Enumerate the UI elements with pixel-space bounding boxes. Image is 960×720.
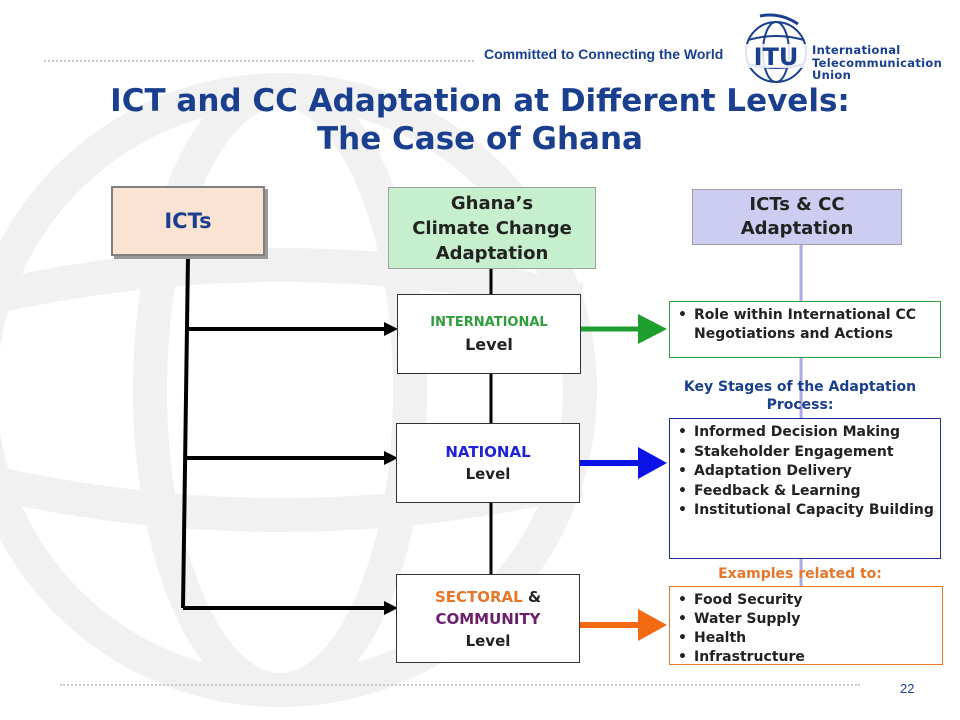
logo-line-1: International [812,43,901,57]
sectoral-outcome-item: Health [678,629,936,648]
tagline: Committed to Connecting the World [484,46,724,62]
icts-box: ICTs [111,186,265,256]
national-level-box: NATIONAL Level [396,423,580,503]
blue-arrow-head [638,447,667,479]
sectoral-outcome-box: Food Security Water Supply Health Infras… [669,586,943,667]
orange-arrow-head [638,609,667,641]
green-arrow-head [638,314,667,344]
header-divider [44,60,474,62]
international-level-suffix: Level [465,335,513,354]
logo-line-3: Union [812,68,852,82]
icts-label: ICTs [164,209,212,233]
key-stages-caption: Key Stages of the Adaptation Process: [683,379,917,413]
footer-divider [60,684,860,686]
national-outcome-item: Institutional Capacity Building [678,501,934,521]
sectoral-community-level-box: SECTORAL & COMMUNITY Level [396,574,580,663]
international-level-box: INTERNATIONAL Level [397,294,581,374]
national-outcome-box: Informed Decision Making Stakeholder Eng… [669,418,941,559]
ampersand: & [527,587,542,606]
community-level-name: COMMUNITY [435,609,541,628]
arrow-to-national [384,451,398,465]
title-line-1: ICT and CC Adaptation at Different Level… [110,83,850,119]
national-outcome-item: Adaptation Delivery [678,462,934,482]
sectoral-outcome-item: Water Supply [678,610,936,629]
icts-cc-adaptation-box: ICTs & CC Adaptation [692,189,902,245]
international-outcome-box: Role within International CC Negotiation… [669,301,941,358]
sectoral-line: SECTORAL & [435,586,541,608]
ghana-line-2: Climate Change [412,217,572,239]
ghana-line-3: Adaptation [435,242,549,264]
slide-title: ICT and CC Adaptation at Different Level… [40,82,920,158]
international-outcome-item: Role within International CC Negotiation… [678,306,934,343]
svg-text:ITU: ITU [754,43,799,71]
arrow-to-international [384,322,398,336]
ghana-line-1: Ghana’s [450,192,534,214]
sectoral-level-name: SECTORAL [434,587,523,606]
left-connector-line [181,255,190,609]
national-level-name: NATIONAL [445,443,531,461]
ghana-adaptation-box: Ghana’s Climate Change Adaptation [388,187,596,269]
international-level-name: INTERNATIONAL [430,315,548,330]
sectoral-outcome-item: Food Security [678,591,936,610]
sectoral-outcome-item: Infrastructure [678,648,936,667]
ictcc-line-2: Adaptation [740,218,854,239]
logo-line-2: Telecommunication [812,55,943,70]
national-level-suffix: Level [465,465,511,483]
itu-logo-icon: ITU [744,13,808,83]
ictcc-line-1: ICTs & CC [749,194,845,215]
national-outcome-item: Informed Decision Making [678,423,934,443]
examples-caption: Examples related to: [718,566,882,582]
itu-logo-text: International Telecommunication Union [812,44,942,82]
sectoral-level-suffix: Level [465,631,511,650]
national-outcome-item: Feedback & Learning [678,482,934,502]
title-line-2: The Case of Ghana [317,121,643,157]
national-outcome-item: Stakeholder Engagement [678,443,934,463]
arrow-to-sectoral [384,601,398,615]
page-number: 22 [900,681,915,696]
